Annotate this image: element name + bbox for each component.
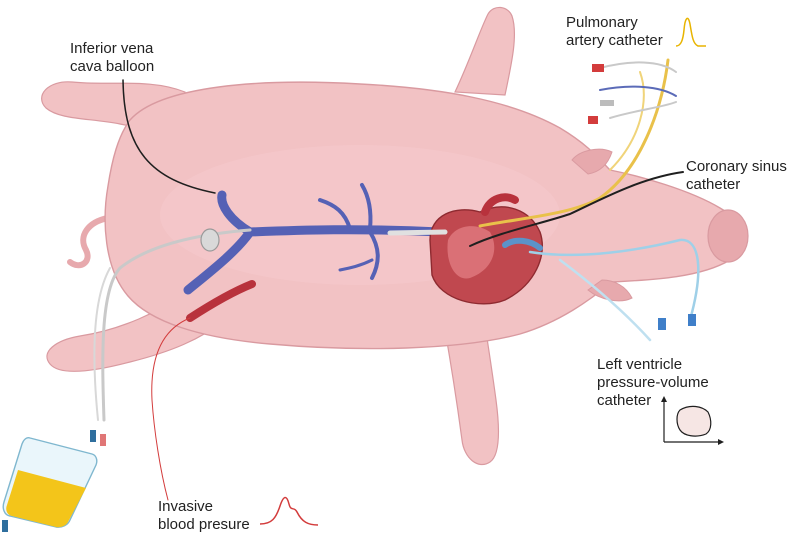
pig-snout bbox=[707, 209, 749, 263]
catheters bbox=[93, 58, 700, 501]
iv-bag-port-2 bbox=[100, 434, 106, 446]
pa-catheter-2 bbox=[609, 71, 645, 171]
arterial-line bbox=[151, 317, 191, 501]
lv-catheter-2 bbox=[558, 258, 652, 342]
pv-loop-x-arrow bbox=[718, 439, 724, 445]
pig-ear-upper bbox=[571, 148, 613, 175]
label-coronary-sinus-catheter: Coronary sinus catheter bbox=[686, 158, 787, 194]
cs-catheter bbox=[469, 171, 684, 247]
bp-waveform bbox=[259, 496, 319, 526]
aorta bbox=[481, 193, 519, 216]
label-line: Left ventricle bbox=[597, 356, 683, 373]
pig-tail bbox=[67, 215, 111, 269]
ivc-balloon bbox=[200, 228, 220, 252]
pa-hub-connector-3 bbox=[600, 100, 614, 106]
label-line: Coronary sinus bbox=[686, 158, 787, 175]
iv-bag bbox=[2, 430, 106, 532]
label-line: Pulmonary bbox=[566, 14, 638, 31]
iv-bag-fluid bbox=[6, 470, 86, 528]
vena-cava-lower-branch bbox=[183, 227, 255, 295]
pa-catheter bbox=[478, 58, 670, 228]
vena-cava-branch-2 bbox=[360, 183, 373, 231]
pv-loop bbox=[676, 405, 712, 437]
pa-hub-line-2 bbox=[599, 85, 677, 97]
ivc-pointer-line bbox=[122, 79, 216, 194]
pv-loop-y-arrow bbox=[661, 396, 667, 402]
label-pulmonary-artery-catheter: Pulmonary artery catheter bbox=[566, 14, 663, 50]
label-left-ventricle-pv-catheter: Left ventricle pressure-volume catheter bbox=[597, 356, 709, 410]
lv-connector-2 bbox=[688, 314, 696, 326]
vena-cava-branch-4 bbox=[338, 258, 374, 272]
heart-chamber bbox=[447, 226, 495, 279]
iv-line-2 bbox=[93, 267, 111, 421]
label-invasive-blood-pressure: Invasive blood presure bbox=[158, 498, 250, 534]
iv-bag-outlet bbox=[2, 520, 8, 532]
label-inferior-vena-cava-balloon: Inferior vena cava balloon bbox=[70, 40, 154, 76]
pig-front-leg-lower bbox=[444, 324, 500, 466]
pa-waveform bbox=[675, 17, 706, 47]
label-line: blood presure bbox=[158, 516, 250, 533]
label-line: catheter bbox=[597, 392, 652, 409]
label-line: artery catheter bbox=[566, 32, 663, 49]
pig-front-leg-upper bbox=[454, 6, 516, 96]
lv-connector-1 bbox=[658, 318, 666, 330]
label-line: cava balloon bbox=[70, 58, 155, 75]
label-line: Inferior vena bbox=[70, 40, 154, 57]
femoral-artery bbox=[186, 280, 256, 322]
label-line: catheter bbox=[686, 176, 741, 193]
label-line: Invasive bbox=[158, 498, 214, 515]
pulmonary-vessel bbox=[502, 237, 543, 251]
label-line: pressure-volume bbox=[597, 374, 709, 391]
pig-ear-lower bbox=[587, 279, 633, 302]
pa-hub-connector-2 bbox=[588, 116, 598, 124]
pv-loop-plot bbox=[661, 396, 724, 445]
iv-bag-port-1 bbox=[90, 430, 96, 442]
pa-hub-line-3 bbox=[609, 101, 677, 119]
vena-cava-catheter bbox=[387, 229, 448, 236]
lv-catheter bbox=[528, 238, 700, 322]
pa-hub-connector-1 bbox=[592, 64, 604, 72]
pa-hub-line-1 bbox=[599, 61, 677, 73]
vena-cava-branch-1 bbox=[318, 198, 352, 231]
vena-cava-branch-3 bbox=[368, 230, 380, 280]
